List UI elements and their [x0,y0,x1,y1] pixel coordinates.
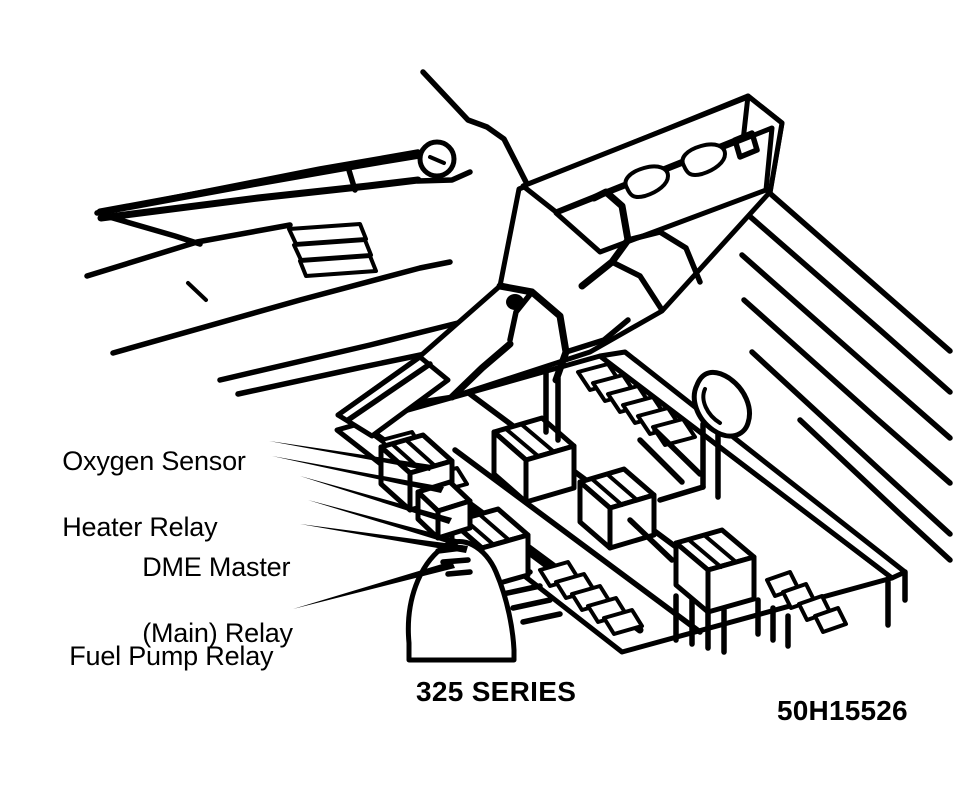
relay-cube-center-right [577,466,657,551]
background-panel-lines [84,69,953,563]
callout-oxygen-line2: Heater Relay [62,512,218,542]
fuse-comb-front-center [538,560,644,636]
relay-box-cover [335,93,785,439]
callout-fuel-pump-relay: Fuel Pump Relay [40,607,273,706]
callout-oxygen-sensor-heater-relay: Oxygen Sensor Heater Relay [33,412,246,577]
leader-fuel-pump [293,561,455,609]
callout-dme-line2: (Main) Relay [142,618,293,648]
terminal-fins-right [755,597,791,649]
tray-internal-walls [543,367,703,563]
three-slot-vent [287,222,378,278]
callout-oxygen-line1: Oxygen Sensor [62,446,246,476]
fuse-comb-back [576,362,697,447]
relay-cube-lower-right [673,527,757,615]
leader-oxygen-1 [269,441,432,471]
figure-id-code: 50H15526 [777,695,908,726]
fuse-comb-right [765,570,848,634]
callout-dme-master-main-relay: DME Master (Main) Relay [113,518,293,683]
oval-mounting-stud [657,369,752,503]
leader-oxygen-2 [272,456,444,493]
relay-cube-fuel-pump [415,479,473,541]
leader-oxygen-4 [308,500,460,546]
relay-cubes [378,415,757,615]
callout-fuel-pump-line1: Fuel Pump Relay [69,641,274,671]
callout-dme-line1: DME Master [142,552,291,582]
callout-leader-lines [269,441,468,609]
relay-cube-center-upper [491,415,577,505]
leader-dme [300,524,468,553]
figure-caption-model-series: 325 SERIES [416,676,577,707]
leader-oxygen-3 [300,476,452,524]
